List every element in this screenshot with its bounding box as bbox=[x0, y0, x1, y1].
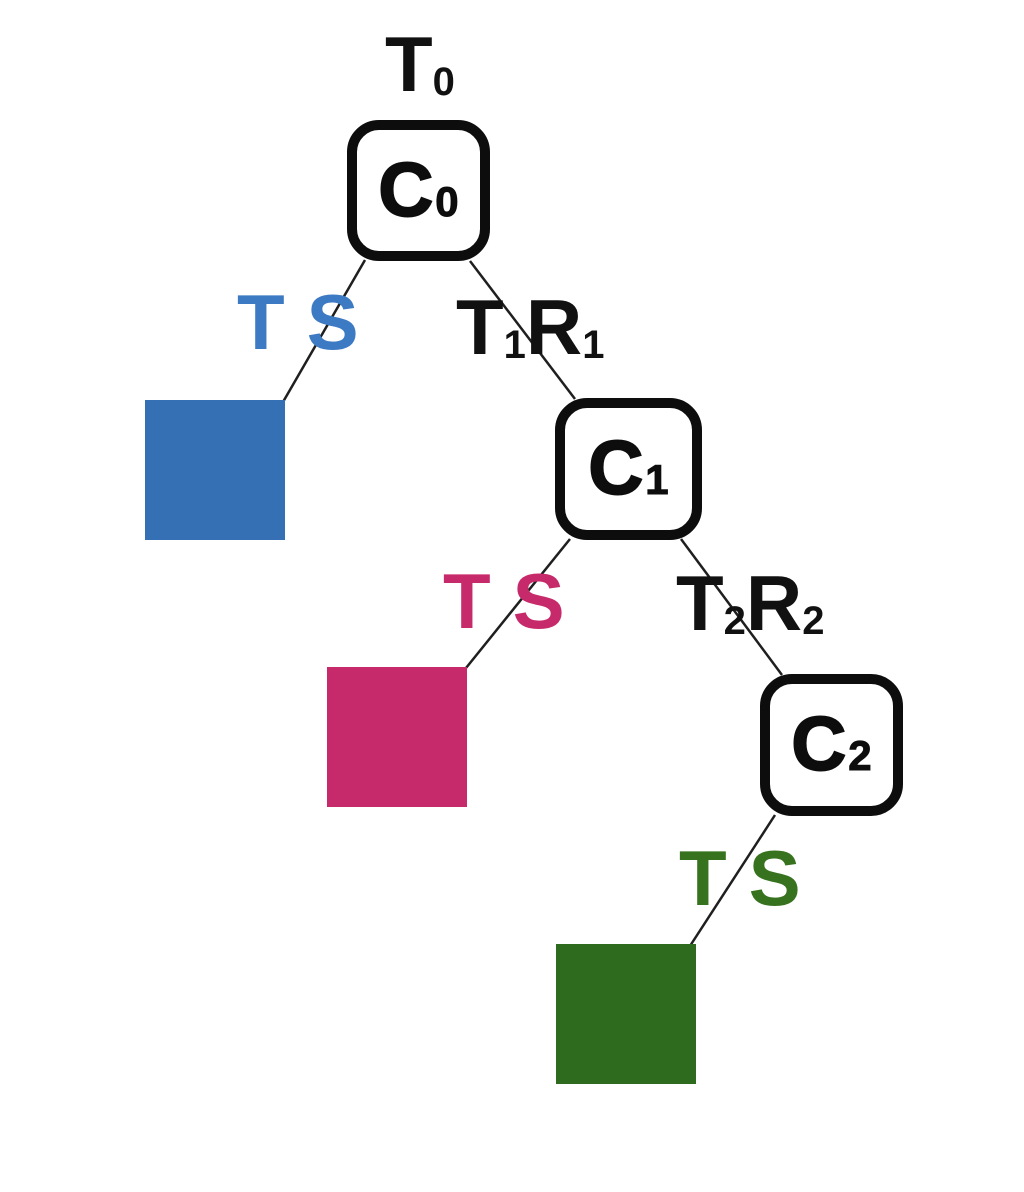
edge-label-ts-blue-s: S bbox=[306, 278, 359, 366]
edge-c0-c1 bbox=[469, 260, 576, 400]
edge-label-ts-green-s: S bbox=[748, 834, 801, 922]
edge-label-t1r1: T 1 R 1 bbox=[456, 288, 605, 366]
edge-label-ts-pink: T S bbox=[443, 562, 565, 640]
node-c0-label: C 0 bbox=[377, 147, 459, 233]
edge-label-t2r2-s1: 2 bbox=[723, 599, 746, 643]
edge-label-t1r1-p1: T bbox=[456, 283, 504, 371]
leaf-square-pink bbox=[327, 667, 467, 807]
edge-label-t2r2: T 2 R 2 bbox=[676, 564, 825, 642]
edge-label-t1r1-s2: 1 bbox=[582, 323, 605, 367]
node-c0-label-main: C bbox=[377, 147, 434, 233]
edge-label-ts-green: T S bbox=[679, 839, 801, 917]
edge-label-t2r2-p1: T bbox=[676, 559, 724, 647]
leaf-square-green bbox=[556, 944, 696, 1084]
edge-c1-pink-leaf bbox=[465, 538, 571, 669]
edge-label-ts-green-t: T bbox=[679, 834, 727, 922]
node-c2: C 2 bbox=[760, 674, 903, 816]
edge-c0-blue-leaf bbox=[281, 259, 367, 403]
node-c2-label: C 2 bbox=[790, 702, 872, 787]
node-c2-label-sub: 2 bbox=[848, 732, 872, 779]
node-c0: C 0 bbox=[347, 120, 490, 261]
edge-label-ts-pink-s: S bbox=[512, 557, 565, 645]
edge-c2-green-leaf bbox=[688, 814, 777, 947]
node-c2-label-main: C bbox=[790, 702, 847, 787]
edge-label-t2r2-p2: R bbox=[745, 559, 803, 647]
edge-label-ts-blue-t: T bbox=[237, 278, 285, 366]
edge-label-ts-blue: T S bbox=[237, 283, 359, 361]
edge-label-t1r1-s1: 1 bbox=[503, 323, 526, 367]
edge-label-t1r1-p2: R bbox=[525, 283, 583, 371]
edge-label-t0-sub: 0 bbox=[432, 60, 455, 104]
edge-label-t0: T 0 bbox=[385, 25, 455, 103]
edge-label-t0-main: T bbox=[385, 20, 433, 108]
edge-c1-c2 bbox=[679, 538, 784, 676]
node-c1-label-main: C bbox=[587, 426, 644, 511]
leaf-square-blue bbox=[145, 400, 285, 540]
node-c1-label-sub: 1 bbox=[645, 456, 669, 503]
edge-label-ts-pink-t: T bbox=[443, 557, 491, 645]
node-c1: C 1 bbox=[555, 398, 702, 540]
edge-label-t2r2-s2: 2 bbox=[802, 599, 825, 643]
node-c1-label: C 1 bbox=[587, 426, 669, 511]
node-c0-label-sub: 0 bbox=[435, 177, 459, 225]
